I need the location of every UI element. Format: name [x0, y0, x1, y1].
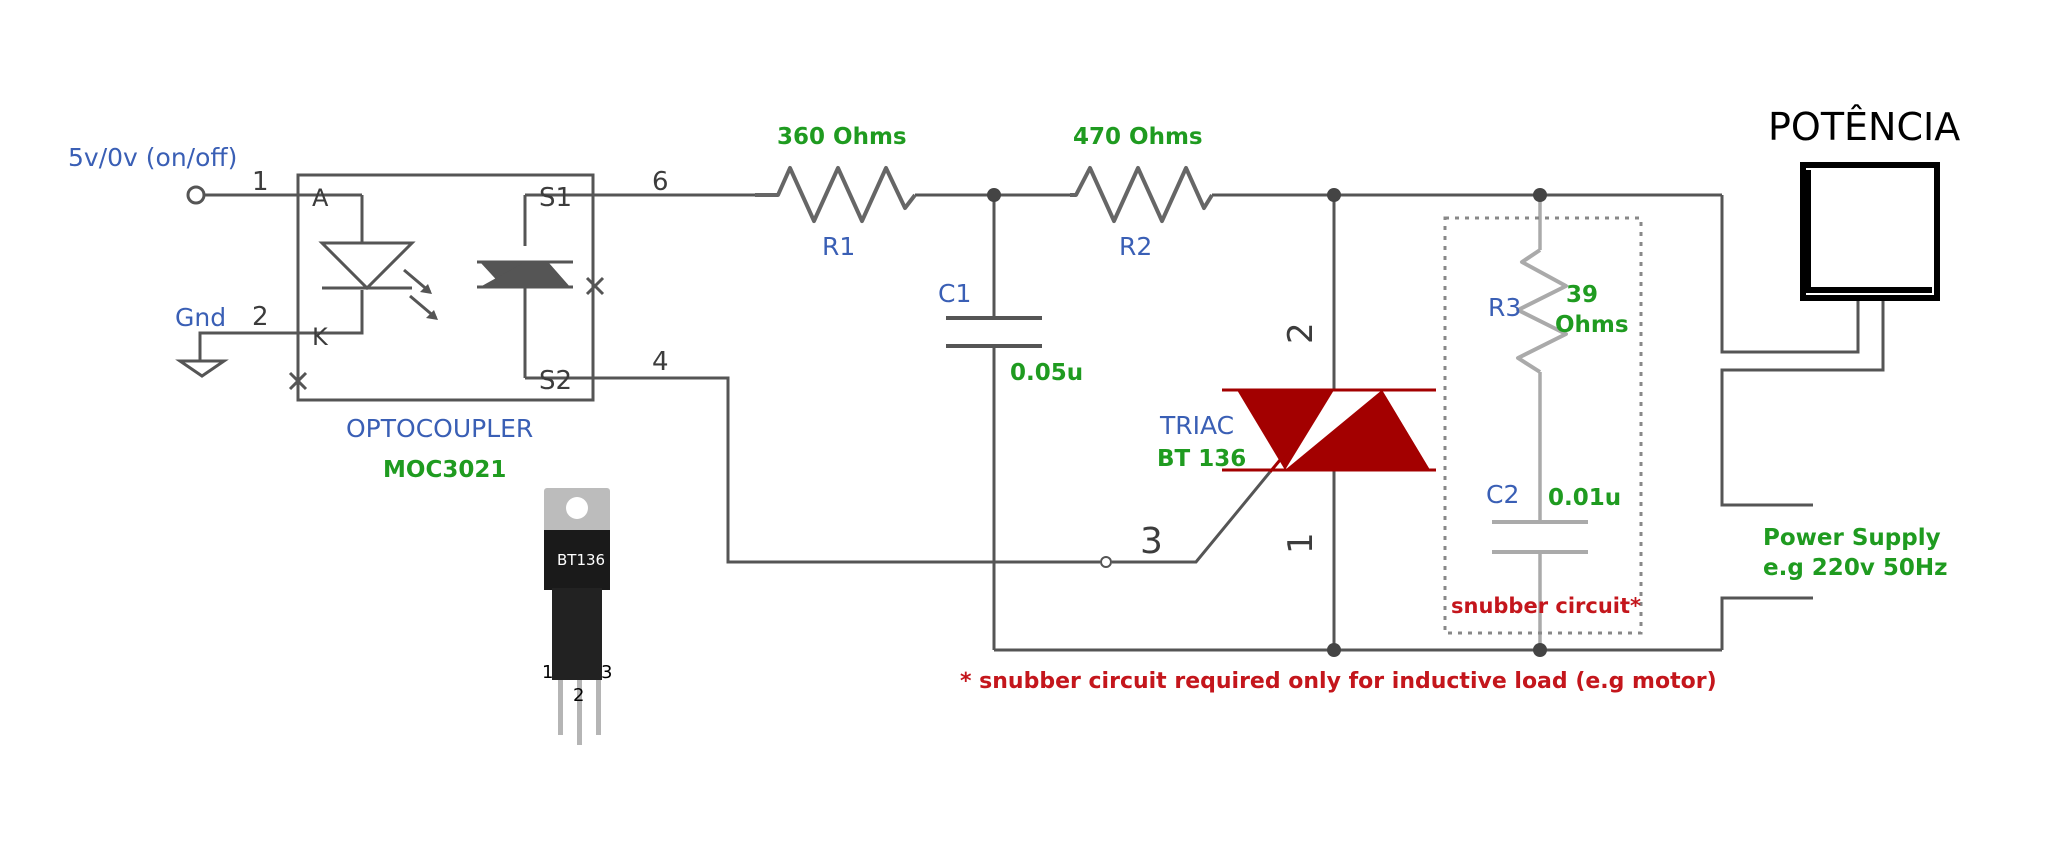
ground-icon — [175, 359, 229, 378]
gnd-label: Gnd — [175, 303, 226, 332]
resistor-r2 — [1070, 166, 1214, 223]
r3-unit-label: Ohms — [1555, 312, 1629, 338]
package-pin-label: 3 — [601, 662, 612, 683]
triac-pin-label: 2 — [1281, 322, 1321, 344]
power-supply-voltage: e.g 220v 50Hz — [1763, 555, 1947, 581]
junction-dot — [1533, 643, 1547, 657]
c2-value-label: 0.01u — [1548, 485, 1621, 511]
triac-pin-label: 1 — [1281, 532, 1321, 554]
pin-label: 4 — [652, 347, 669, 377]
optocoupler-label: OPTOCOUPLER — [346, 414, 533, 443]
c1-value-label: 0.05u — [1010, 360, 1083, 386]
load-label: POTÊNCIA — [1768, 105, 1960, 149]
pin-label: K — [312, 323, 329, 351]
pin-label: 6 — [652, 167, 669, 197]
r1-value-label: 360 Ohms — [777, 124, 907, 150]
snubber-box — [1443, 216, 1643, 635]
r3-label: R3 — [1488, 293, 1521, 322]
moc-part-label: MOC3021 — [383, 457, 506, 483]
resistor-r3 — [1516, 248, 1568, 374]
c1-label: C1 — [938, 279, 971, 308]
triac-label: TRIAC — [1159, 411, 1234, 440]
optocoupler — [288, 173, 605, 402]
wires — [198, 193, 1885, 652]
pin-label: S2 — [539, 366, 572, 396]
gate-terminal — [1100, 556, 1112, 568]
input-label: 5v/0v (on/off) — [68, 143, 237, 172]
bt136-package-icon — [544, 488, 610, 745]
power-supply-label: Power Supply — [1763, 525, 1941, 551]
pin-label: 1 — [252, 167, 269, 197]
led-icon — [318, 241, 416, 291]
r3-value-label: 39 — [1566, 282, 1598, 308]
triac-pin-label: 3 — [1140, 521, 1163, 562]
pin-label: 2 — [252, 302, 269, 332]
junction-dot — [1327, 643, 1341, 657]
snubber-label: snubber circuit* — [1451, 594, 1641, 618]
junction-dot — [987, 188, 1001, 202]
diac-icon — [477, 260, 573, 289]
r2-label: R2 — [1119, 232, 1152, 261]
junction-dots — [987, 188, 1547, 657]
package-marking: BT136 — [557, 551, 605, 569]
capacitor-c1 — [946, 316, 1042, 348]
r1-label: R1 — [822, 232, 855, 261]
capacitor-c2 — [1492, 520, 1588, 554]
junction-dot — [1533, 188, 1547, 202]
load-icon — [1800, 162, 1940, 301]
package-pin-label: 2 — [573, 685, 584, 706]
snubber-footnote: * snubber circuit required only for indu… — [960, 669, 1717, 694]
triac-part-label: BT 136 — [1157, 446, 1246, 472]
no-connect-icon — [288, 276, 605, 391]
junction-dot — [1327, 188, 1341, 202]
input-terminal — [186, 185, 206, 205]
triac-symbol — [1222, 388, 1436, 473]
package-pin-label: 1 — [542, 662, 553, 683]
c2-label: C2 — [1486, 480, 1519, 509]
r2-value-label: 470 Ohms — [1073, 124, 1203, 150]
pin-label: S1 — [539, 183, 572, 213]
pin-label: A — [312, 184, 329, 212]
resistor-r1 — [755, 166, 917, 223]
